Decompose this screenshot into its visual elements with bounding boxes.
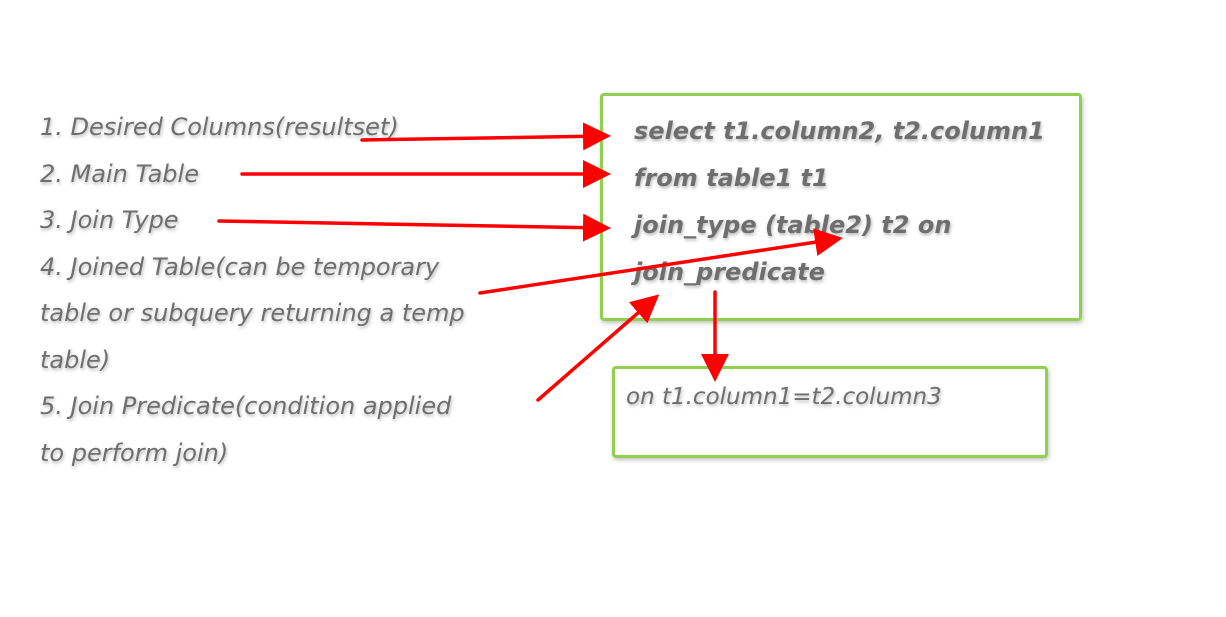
label-joined-table-cont: table or subquery returning a temp: [40, 299, 465, 327]
label-join-predicate: 5. Join Predicate(condition applied: [40, 392, 452, 420]
arrow-joined-table: [478, 228, 843, 295]
predicate-box: [612, 366, 1048, 458]
query-from-line: from table1 t1: [634, 164, 829, 192]
label-join-predicate-cont: to perform join): [40, 438, 229, 467]
label-desired-columns: 1. Desired Columns(resultset): [40, 113, 399, 141]
arrow-join-predicate: [536, 294, 660, 402]
label-main-table: 2. Main Table: [40, 159, 199, 188]
arrow-join-type: [217, 213, 611, 242]
query-join-line: join_type (table2) t2 on: [634, 211, 952, 239]
label-join-type: 3. Join Type: [40, 206, 179, 234]
query-predicate-line: join_predicate: [634, 258, 825, 286]
arrow-desired-columns: [360, 122, 611, 151]
component-labels: 1. Desired Columns(resultset) 2. Main Ta…: [40, 104, 560, 476]
query-box: [600, 93, 1082, 321]
predicate-detail: on t1.column1=t2.column3: [626, 384, 942, 410]
query-select-line: select t1.column2, t2.column1: [634, 117, 1045, 145]
query-lines: select t1.column2, t2.column1 from table…: [634, 108, 1045, 296]
label-joined-table: 4. Joined Table(can be temporary: [40, 252, 440, 281]
label-joined-table-end: table): [40, 345, 111, 374]
